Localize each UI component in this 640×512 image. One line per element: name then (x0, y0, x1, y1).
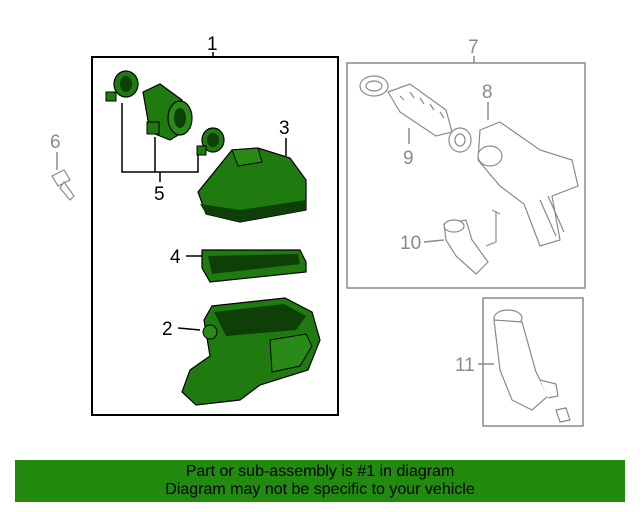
duct-box (346, 62, 586, 289)
label-11: 11 (455, 355, 475, 376)
part-5-clamp-right (196, 127, 225, 156)
parts-diagram: 1 7 5 3 4 (50, 34, 586, 427)
label-4: 4 (170, 247, 181, 268)
label-3: 3 (279, 118, 290, 139)
part-8-duct (477, 121, 579, 247)
part-2-lower-housing (181, 297, 321, 406)
label-10-leader (423, 239, 445, 243)
part-3-cover (197, 147, 307, 223)
label-1: 1 (207, 34, 218, 55)
part-4-filter (201, 249, 307, 283)
label-5: 5 (154, 184, 165, 205)
part-5-clamp-left (105, 70, 139, 102)
banner-line-1: Part or sub-assembly is #1 in diagram (185, 463, 455, 480)
part-5-maf-housing (142, 83, 193, 141)
part-9-hose (359, 75, 472, 153)
part-10-elbow (443, 219, 489, 275)
assembly-box (91, 56, 339, 416)
label-10: 10 (400, 233, 421, 254)
label-9: 9 (403, 148, 414, 169)
label-2-leader (177, 327, 201, 331)
part-6-bolt (51, 169, 75, 201)
label-2: 2 (162, 319, 173, 340)
part-11-tube (493, 309, 571, 423)
label-8: 8 (482, 82, 493, 103)
resonator-box (482, 297, 584, 427)
label-5-leaders (121, 103, 199, 182)
info-banner: Part or sub-assembly is #1 in diagram Di… (15, 460, 625, 502)
banner-line-2: Diagram may not be specific to your vehi… (165, 481, 475, 498)
label-7: 7 (468, 37, 479, 58)
label-6: 6 (50, 132, 61, 153)
